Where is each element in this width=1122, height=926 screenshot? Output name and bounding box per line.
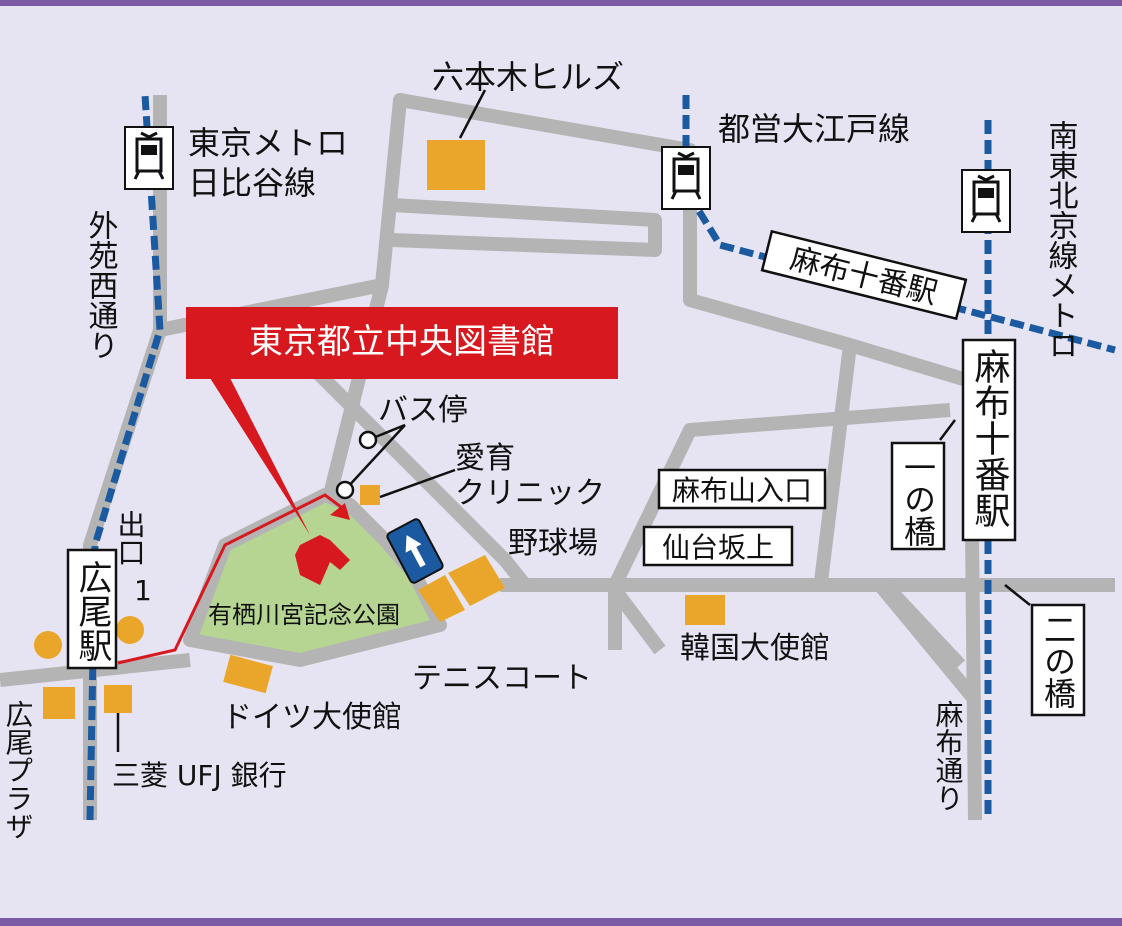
clinic-building bbox=[360, 485, 380, 505]
german-embassy-building bbox=[223, 654, 273, 694]
baseball-label: 野球場 bbox=[508, 526, 598, 561]
top-border bbox=[0, 0, 1122, 6]
library-title: 東京都立中央図書館 bbox=[249, 322, 555, 362]
road-sendaizaka bbox=[608, 403, 951, 650]
nanboku-line-label: 南東北京線メトロ bbox=[1043, 120, 1078, 360]
train-icon bbox=[961, 169, 1011, 233]
bus-stop-marker bbox=[335, 480, 355, 500]
bus-stop-marker bbox=[358, 430, 378, 450]
azabuyama-label: 麻布山入口 bbox=[672, 474, 812, 507]
road-diagonal-north bbox=[285, 340, 531, 590]
exit-number: 1 bbox=[134, 574, 152, 607]
bottom-border bbox=[0, 918, 1122, 926]
road-azabu-link bbox=[879, 580, 966, 670]
park-label: 有栖川宮記念公園 bbox=[208, 601, 400, 629]
train-icon bbox=[124, 126, 174, 190]
library-building bbox=[295, 535, 350, 585]
walking-route bbox=[117, 493, 346, 665]
road-azabuyama bbox=[813, 344, 857, 591]
road-roppongi-loop bbox=[375, 93, 1003, 397]
ninohashi-label: 二の橋 bbox=[1039, 613, 1077, 709]
hiroo-plaza-label: 広尾プラザ bbox=[2, 700, 35, 840]
bus-stop-label: バス停 bbox=[378, 393, 468, 428]
tennis-court-1 bbox=[418, 575, 465, 622]
korea-embassy-building bbox=[685, 595, 725, 625]
tennis-court-2 bbox=[448, 555, 505, 606]
hibiya-line-label-2: 日比谷線 bbox=[188, 164, 316, 202]
exit-label: 出口 bbox=[114, 510, 147, 566]
sendaizaka-label: 仙台坂上 bbox=[662, 531, 774, 564]
road-roppongi-inner bbox=[391, 198, 662, 257]
one-way-sign-icon bbox=[386, 518, 444, 584]
bus-stops bbox=[335, 423, 456, 500]
tennis-label: テニスコート bbox=[412, 661, 592, 696]
azabu-juban-vertical-label: 麻布十番駅 bbox=[969, 348, 1011, 528]
title-callout-box bbox=[186, 307, 618, 379]
gaien-nishi-label: 外苑西通り bbox=[83, 210, 119, 360]
roppongi-hills-building bbox=[427, 140, 485, 190]
oedo-line-label: 都営大江戸線 bbox=[718, 110, 910, 148]
korea-embassy-label: 韓国大使館 bbox=[680, 631, 830, 666]
hiroo-plaza-building bbox=[43, 687, 75, 719]
train-icons bbox=[124, 126, 1011, 233]
framed-labels: 麻布十番駅 麻布山入口 仙台坂上 広尾駅 一の橋 麻布十番駅 二の橋 bbox=[66, 229, 1086, 717]
exit-marker-1 bbox=[34, 631, 62, 659]
clinic-label-1: 愛育 bbox=[455, 441, 515, 476]
azabu-avenue-label: 麻布通り bbox=[932, 700, 965, 812]
exit-marker-2 bbox=[116, 616, 144, 644]
hiroo-station-label: 広尾駅 bbox=[72, 560, 112, 662]
bank-label: 三菱 UFJ 銀行 bbox=[112, 759, 287, 792]
plain-labels: 六本木ヒルズ 東京メトロ 日比谷線 都営大江戸線 バス停 愛育 クリニック 野球… bbox=[2, 58, 1078, 840]
german-embassy-label: ドイツ大使館 bbox=[222, 700, 402, 735]
ichinohashi-label: 一の橋 bbox=[899, 451, 937, 547]
rail-hibiya bbox=[86, 94, 164, 821]
train-icon bbox=[661, 146, 711, 210]
leader-lines bbox=[116, 89, 1031, 752]
clinic-label-2: クリニック bbox=[455, 476, 605, 511]
hibiya-line-label-1: 東京メトロ bbox=[188, 124, 348, 162]
roppongi-hills-label: 六本木ヒルズ bbox=[432, 58, 624, 96]
buildings bbox=[34, 140, 725, 719]
title-callout-pointer bbox=[210, 378, 310, 535]
bank-building bbox=[104, 685, 132, 713]
route-arrowhead bbox=[330, 503, 350, 520]
road-branch-south bbox=[609, 585, 666, 655]
